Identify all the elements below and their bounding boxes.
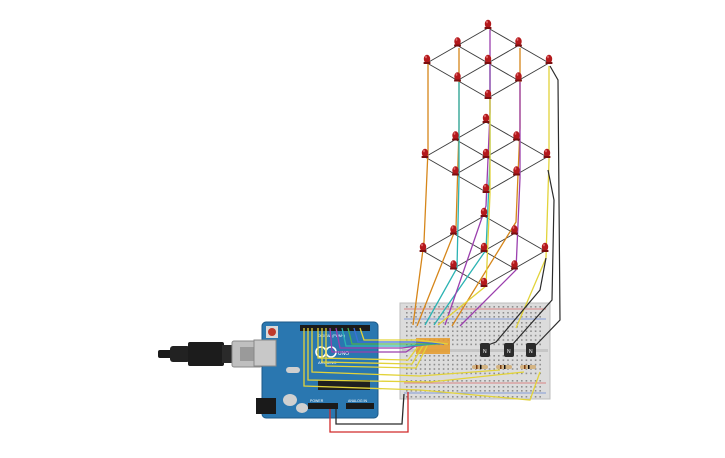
led[interactable]	[513, 131, 520, 141]
led[interactable]	[484, 19, 492, 29]
power-jack[interactable]	[256, 398, 276, 414]
led[interactable]	[480, 277, 488, 287]
capacitor	[283, 394, 297, 406]
power-label: POWER	[310, 399, 324, 403]
led[interactable]	[452, 166, 459, 176]
led[interactable]	[484, 89, 492, 99]
transistor[interactable]: N	[504, 343, 514, 357]
atmega-chip	[318, 380, 370, 390]
led[interactable]	[480, 207, 488, 217]
led[interactable]	[423, 54, 431, 64]
wire-cyan[interactable]	[424, 82, 460, 326]
board-wires[interactable]	[303, 327, 541, 433]
analog-header[interactable]	[346, 403, 374, 409]
led[interactable]	[543, 148, 551, 158]
led[interactable]	[482, 183, 490, 193]
led[interactable]	[452, 131, 459, 141]
transistor-label: N	[483, 349, 487, 355]
digital-header[interactable]	[300, 325, 370, 331]
wire-black[interactable]	[487, 257, 547, 346]
led[interactable]	[454, 72, 461, 82]
transistor-label: N	[529, 349, 533, 355]
led[interactable]	[515, 72, 522, 82]
wire-red[interactable]	[329, 392, 409, 433]
led[interactable]	[450, 225, 457, 235]
led[interactable]	[511, 260, 518, 270]
wire-yellow[interactable]	[515, 66, 550, 329]
usb-port[interactable]	[253, 339, 277, 367]
led[interactable]	[513, 166, 520, 176]
led[interactable]	[419, 242, 427, 252]
wire-black[interactable]	[335, 393, 405, 425]
wire-orange[interactable]	[416, 48, 460, 327]
resistor[interactable]	[472, 365, 488, 369]
led[interactable]	[454, 37, 461, 47]
led[interactable]	[482, 148, 490, 158]
wire-orange[interactable]	[412, 64, 429, 326]
arduino-board[interactable]: ARDUINO UNO POWER ANALOG IN DIGITAL (PWM…	[253, 321, 379, 419]
led[interactable]	[484, 54, 492, 64]
transistor[interactable]: N	[526, 343, 536, 357]
transistor[interactable]: N	[480, 343, 490, 357]
wire-purple[interactable]	[459, 82, 521, 327]
capacitor	[296, 403, 308, 413]
led[interactable]	[545, 54, 553, 64]
led[interactable]	[421, 148, 429, 158]
led[interactable]	[541, 242, 549, 252]
wire-purple[interactable]	[444, 30, 491, 326]
reset-button-icon[interactable]	[266, 326, 278, 338]
power-header[interactable]	[308, 403, 338, 409]
usb-cable-icon[interactable]	[158, 340, 263, 368]
column-wires[interactable]	[412, 30, 561, 346]
wire-black[interactable]	[535, 65, 561, 346]
led[interactable]	[511, 225, 518, 235]
led[interactable]	[480, 242, 488, 252]
crystal	[286, 367, 300, 373]
led[interactable]	[515, 37, 522, 47]
transistor-label: N	[507, 349, 511, 355]
wire-yellow[interactable]	[437, 98, 491, 326]
wire-black[interactable]	[511, 169, 555, 346]
led[interactable]	[482, 113, 490, 123]
resistor[interactable]	[496, 365, 512, 369]
led-cube[interactable]	[419, 19, 553, 287]
resistor[interactable]	[520, 365, 536, 369]
board-logo-text: UNO	[338, 351, 349, 357]
led[interactable]	[450, 260, 457, 270]
analog-label: ANALOG IN	[348, 399, 368, 403]
digital-label: DIGITAL (PWM~)	[318, 334, 345, 338]
